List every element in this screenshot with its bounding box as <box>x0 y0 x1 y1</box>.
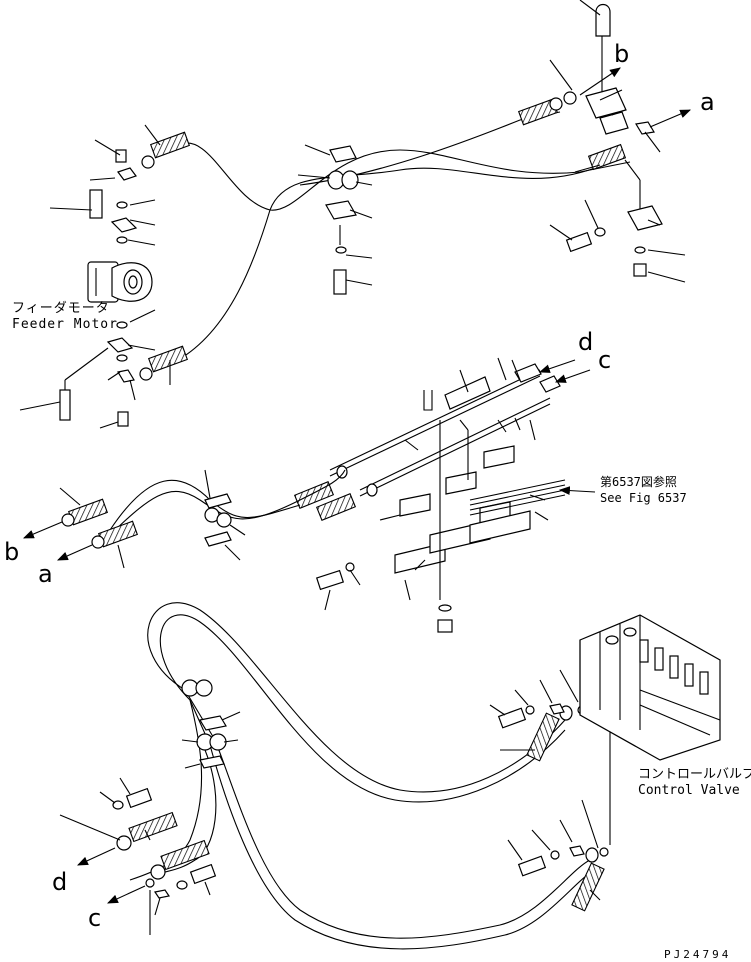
arrow-a-left <box>56 544 93 561</box>
leader-lines-bottom <box>59 669 601 935</box>
feeder-motor-section <box>19 0 692 429</box>
see-fig-label-en: See Fig 6537 <box>600 491 687 505</box>
arrow-d-mid <box>538 359 576 373</box>
arrow-see-fig <box>558 486 596 495</box>
see-fig-label-jp: 第6537図参照 <box>600 474 677 489</box>
leader-lines-mid <box>324 357 549 611</box>
middle-clamp-assembly <box>325 145 359 295</box>
middle-tube-section <box>22 357 596 633</box>
hose-line-upper-2 <box>177 167 596 361</box>
marker-d-bottom: d <box>52 868 67 896</box>
marker-b-top: b <box>614 40 629 68</box>
bottom-loop-section <box>59 602 721 950</box>
marker-c-bottom: c <box>88 904 101 932</box>
control-valve <box>579 614 721 761</box>
marker-c-mid: c <box>598 346 611 374</box>
marker-a-left: a <box>38 560 53 588</box>
control-valve-label-jp: コントロールバルブ <box>638 766 751 782</box>
marker-d-mid: d <box>578 328 593 356</box>
marker-a-top: a <box>700 88 715 116</box>
feeder-motor-label-jp: フィーダモータ <box>12 301 110 316</box>
arrow-d-bottom <box>77 847 116 866</box>
feeder-motor-fittings <box>59 149 138 427</box>
arrow-b-top <box>579 67 621 96</box>
arrow-c-mid <box>554 369 591 383</box>
drawing-number: PJ24794 <box>664 948 731 961</box>
right-top-block <box>517 3 663 277</box>
arrow-b-left <box>22 521 63 539</box>
feeder-motor-label-en: Feeder Motor <box>12 317 118 332</box>
feeder-motor <box>87 261 153 303</box>
feeder-hose-upper <box>141 131 191 169</box>
arrow-c-bottom <box>107 885 146 904</box>
feeder-hose-lower <box>139 345 189 381</box>
leader-lines-top <box>19 0 686 429</box>
arrow-a-top <box>649 109 692 128</box>
marker-b-left: b <box>4 538 19 566</box>
control-valve-label-en: Control Valve <box>638 783 740 798</box>
